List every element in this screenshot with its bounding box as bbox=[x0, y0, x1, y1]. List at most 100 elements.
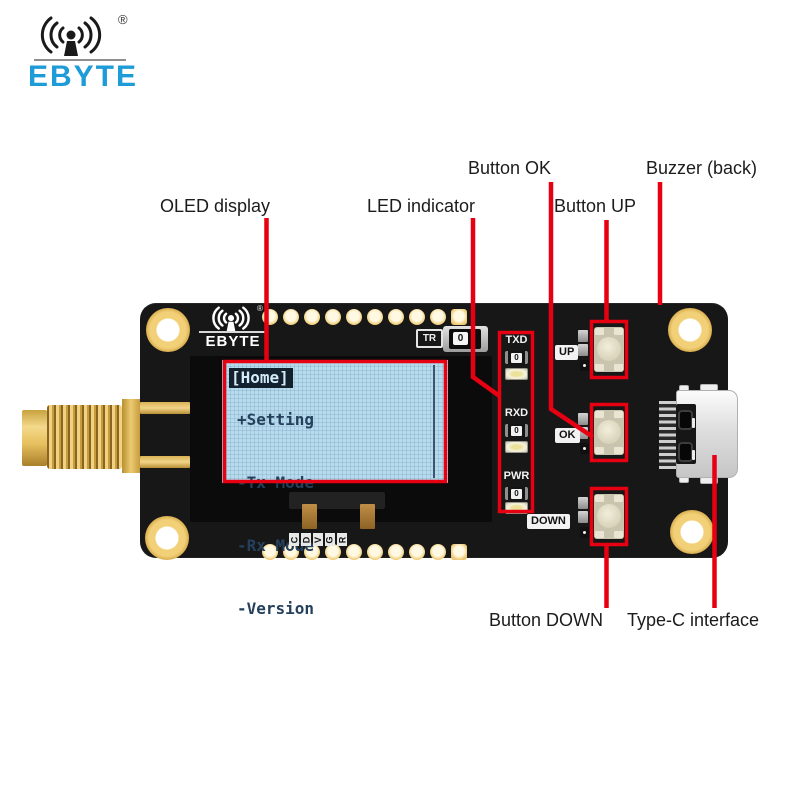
button-corner-tab bbox=[614, 364, 623, 371]
button-corner-tab bbox=[595, 495, 604, 502]
callout-label-led: LED indicator bbox=[367, 196, 476, 216]
pin-pad bbox=[430, 309, 446, 325]
button-corner-tab bbox=[595, 364, 604, 371]
pin-label: C bbox=[289, 533, 299, 546]
button-corner-tab bbox=[614, 495, 623, 502]
typec-solder-pins bbox=[659, 401, 677, 469]
callout-label-button-ok: Button OK bbox=[468, 158, 552, 178]
typec-highlight bbox=[692, 450, 695, 460]
pin-pad-square bbox=[451, 309, 467, 325]
typec-recess bbox=[678, 410, 693, 430]
led-pwr bbox=[505, 502, 528, 514]
solder-pad bbox=[578, 330, 588, 342]
solder-pad bbox=[578, 344, 588, 356]
led-label-pwr: PWR bbox=[503, 470, 530, 482]
board-brand-name: EBYTE bbox=[205, 333, 261, 350]
tr-silkscreen-label: TR bbox=[416, 329, 443, 348]
smd-component bbox=[580, 527, 589, 538]
solder-pad bbox=[578, 497, 588, 509]
pin-header-top bbox=[262, 309, 467, 325]
menu-item: -Version bbox=[237, 599, 315, 618]
resistor-rxd: 0 bbox=[505, 424, 528, 437]
solder-pad bbox=[578, 427, 588, 439]
button-corner-tab bbox=[614, 328, 623, 335]
registered-mark: ® bbox=[118, 12, 128, 27]
menu-item-selected: [Home] bbox=[229, 368, 293, 388]
smd-component bbox=[580, 360, 589, 371]
registered-mark: ® bbox=[257, 304, 263, 313]
led-txd bbox=[505, 368, 528, 380]
pin-label: G bbox=[325, 533, 335, 546]
sma-bracket-leg bbox=[140, 402, 190, 414]
pin-header-bottom bbox=[262, 544, 467, 560]
bottom-pin-labels: C D V G R bbox=[289, 533, 347, 546]
pin-label: V bbox=[313, 533, 323, 546]
pin-pad bbox=[388, 309, 404, 325]
pin-pad bbox=[325, 544, 341, 560]
pin-pad bbox=[409, 309, 425, 325]
pin-pad bbox=[367, 309, 383, 325]
pin-pad bbox=[325, 309, 341, 325]
menu-item: -Tx Mode bbox=[237, 473, 315, 492]
mounting-hole bbox=[145, 516, 189, 560]
smd-component bbox=[580, 443, 589, 454]
mounting-hole bbox=[670, 510, 714, 554]
callout-label-button-up: Button UP bbox=[554, 196, 637, 216]
logo-underline bbox=[199, 331, 265, 333]
solder-pad bbox=[578, 511, 588, 523]
antenna-icon bbox=[40, 16, 102, 56]
oled-connector-tab bbox=[360, 504, 375, 529]
button-corner-tab bbox=[614, 411, 623, 418]
resistor-pwr: 0 bbox=[505, 487, 528, 500]
button-corner-tab bbox=[595, 411, 604, 418]
button-corner-tab bbox=[595, 531, 604, 538]
callout-label-buzzer: Buzzer (back) bbox=[646, 158, 758, 178]
pin-pad bbox=[262, 309, 278, 325]
pin-pad bbox=[283, 309, 299, 325]
pin-pad bbox=[304, 309, 320, 325]
brand-name: EBYTE bbox=[28, 60, 139, 93]
sma-connector-thread bbox=[47, 405, 122, 469]
button-corner-tab bbox=[595, 447, 604, 454]
typec-recess bbox=[678, 442, 693, 462]
callout-label-button-down: Button DOWN bbox=[489, 610, 604, 630]
pin-pad bbox=[430, 544, 446, 560]
led-label-rxd: RXD bbox=[504, 407, 529, 419]
pin-pad bbox=[304, 544, 320, 560]
sma-connector-hex bbox=[22, 410, 47, 466]
ok-silkscreen-label: OK bbox=[555, 428, 580, 443]
menu-item: +Setting bbox=[237, 410, 315, 429]
oled-scrollbar bbox=[433, 365, 435, 478]
sma-bracket-leg bbox=[140, 456, 190, 468]
solder-pad bbox=[578, 413, 588, 425]
typec-foot bbox=[700, 477, 718, 484]
button-corner-tab bbox=[595, 328, 604, 335]
pin-pad-square bbox=[451, 544, 467, 560]
pin-label: R bbox=[337, 533, 347, 546]
callout-label-type-c: Type-C interface bbox=[627, 610, 760, 630]
pin-pad bbox=[346, 544, 362, 560]
button-ok-cap bbox=[597, 420, 621, 444]
mode-switch-position: 0 bbox=[453, 332, 468, 345]
led-rxd bbox=[505, 441, 528, 453]
typec-highlight bbox=[692, 418, 695, 428]
pin-pad bbox=[367, 544, 383, 560]
down-silkscreen-label: DOWN bbox=[527, 514, 570, 529]
pin-pad bbox=[409, 544, 425, 560]
sma-connector-bracket bbox=[122, 399, 140, 473]
up-silkscreen-label: UP bbox=[555, 345, 579, 360]
mode-switch: 0 bbox=[443, 326, 488, 352]
button-corner-tab bbox=[614, 531, 623, 538]
pin-label: D bbox=[301, 533, 311, 546]
logo-underline bbox=[34, 59, 126, 61]
button-corner-tab bbox=[614, 447, 623, 454]
ebyte-logo: ® EBYTE bbox=[26, 10, 146, 93]
oled-menu: [Home] +Setting -Tx Mode -Rx Mode -Versi… bbox=[229, 367, 314, 661]
button-down-cap bbox=[597, 504, 621, 528]
pin-pad bbox=[388, 544, 404, 560]
mounting-hole bbox=[668, 308, 712, 352]
led-label-txd: TXD bbox=[505, 334, 528, 346]
resistor-txd: 0 bbox=[505, 351, 528, 364]
pin-pad bbox=[262, 544, 278, 560]
